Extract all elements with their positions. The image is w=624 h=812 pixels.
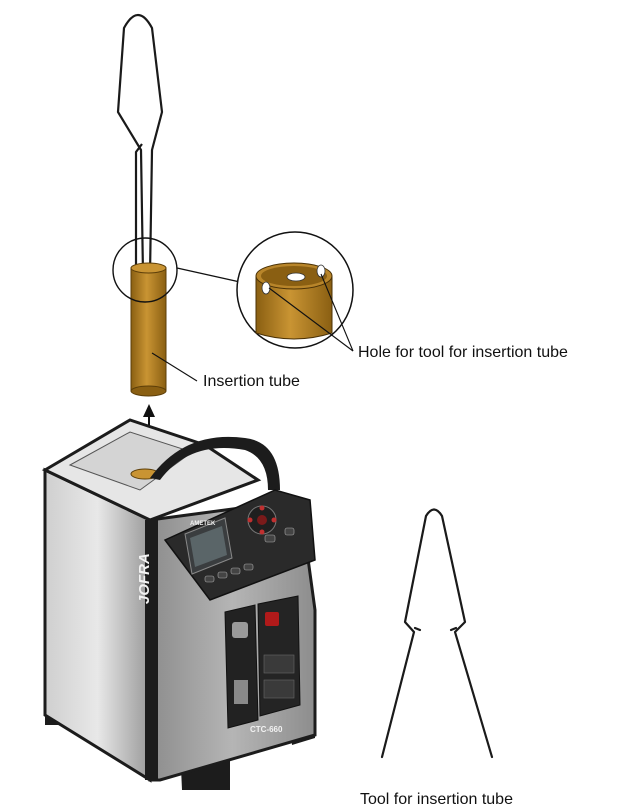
hole-for-tool-label: Hole for tool for insertion tube — [358, 344, 568, 361]
tool-label: Tool for insertion tube — [360, 791, 513, 808]
zoom-detail — [236, 231, 354, 349]
tool-in-tube — [116, 13, 164, 275]
magnifier-small — [112, 237, 241, 303]
hole-leaders — [268, 273, 354, 352]
insertion-tube-label: Insertion tube — [203, 373, 300, 390]
device-maker-label: AMETEK — [190, 521, 216, 527]
device-model-label: CTC-660 — [250, 725, 283, 734]
calibrator-device — [41, 418, 317, 790]
device-brand-label: JOFRA — [136, 553, 153, 604]
tool-standalone — [380, 508, 494, 759]
tube-leader — [151, 352, 198, 382]
insertion-tube — [130, 262, 167, 397]
